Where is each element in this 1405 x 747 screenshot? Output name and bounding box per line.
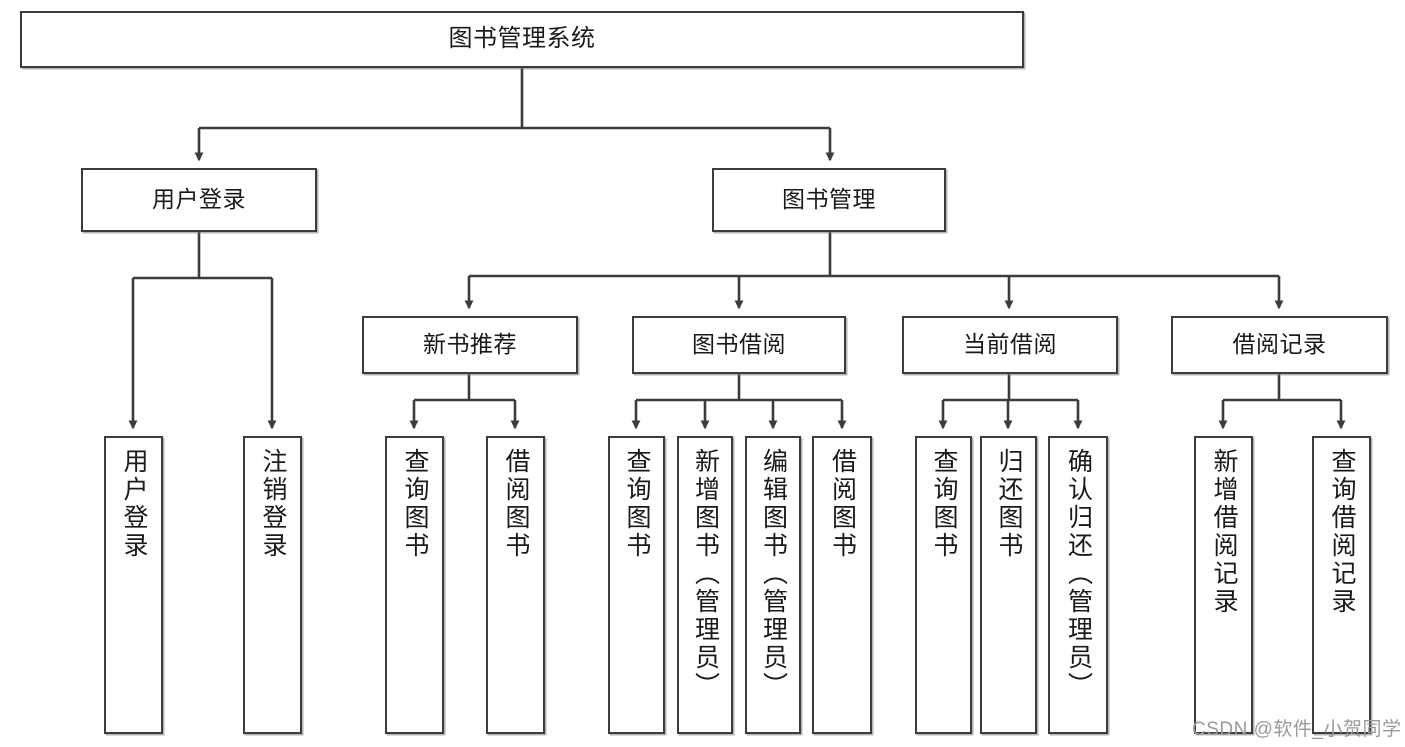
node-label: 注销登录	[259, 448, 287, 560]
node-leaf-query-book-2[interactable]: 查询图书	[608, 436, 665, 734]
node-label: 图书管理	[782, 186, 876, 213]
node-leaf-return-book[interactable]: 归还图书	[980, 436, 1037, 734]
node-leaf-query-book-1[interactable]: 查询图书	[385, 436, 444, 734]
node-leaf-query-book-3[interactable]: 查询图书	[915, 436, 972, 734]
node-borrow-record[interactable]: 借阅记录	[1171, 316, 1388, 374]
node-label: 借阅图书	[828, 448, 857, 560]
node-book-borrow[interactable]: 图书借阅	[632, 316, 846, 374]
node-label: 借阅图书	[502, 448, 530, 560]
node-label: 查询借阅记录	[1328, 448, 1356, 616]
node-leaf-logout-login[interactable]: 注销登录	[243, 436, 302, 734]
node-leaf-add-book-admin[interactable]: 新增图书（管理员）	[677, 436, 733, 734]
node-label: 新增借阅记录	[1210, 448, 1238, 616]
node-label: 用户登录	[152, 186, 246, 213]
node-label: 新书推荐	[423, 331, 517, 358]
node-leaf-edit-book-admin[interactable]: 编辑图书（管理员）	[745, 436, 801, 734]
node-user-login[interactable]: 用户登录	[81, 168, 317, 232]
node-label: 确认归还（管理员）	[1064, 448, 1093, 700]
node-leaf-user-login[interactable]: 用户登录	[104, 436, 163, 734]
csdn-watermark: CSDN @软件_小贺同学	[1192, 719, 1402, 740]
node-leaf-confirm-return-admin[interactable]: 确认归还（管理员）	[1048, 436, 1108, 734]
node-leaf-add-borrow-record[interactable]: 新增借阅记录	[1194, 436, 1253, 734]
node-leaf-borrow-book-2[interactable]: 借阅图书	[812, 436, 872, 734]
node-label: 归还图书	[995, 448, 1023, 560]
node-book-management[interactable]: 图书管理	[712, 168, 946, 232]
node-new-book-recommend[interactable]: 新书推荐	[362, 316, 578, 374]
node-label: 查询图书	[623, 448, 651, 560]
node-label: 借阅记录	[1232, 331, 1327, 358]
node-label: 当前借阅	[963, 331, 1057, 358]
node-label: 查询图书	[930, 448, 958, 560]
node-label: 图书管理系统	[448, 25, 596, 53]
node-label: 图书借阅	[692, 331, 786, 358]
node-label: 查询图书	[401, 448, 429, 560]
node-label: 编辑图书（管理员）	[759, 448, 788, 700]
node-leaf-borrow-book-1[interactable]: 借阅图书	[486, 436, 545, 734]
node-root-system[interactable]: 图书管理系统	[20, 11, 1024, 68]
node-label: 新增图书（管理员）	[691, 448, 720, 700]
node-label: 用户登录	[120, 448, 148, 560]
node-current-borrow[interactable]: 当前借阅	[902, 316, 1118, 374]
node-leaf-query-borrow-record[interactable]: 查询借阅记录	[1312, 436, 1371, 734]
